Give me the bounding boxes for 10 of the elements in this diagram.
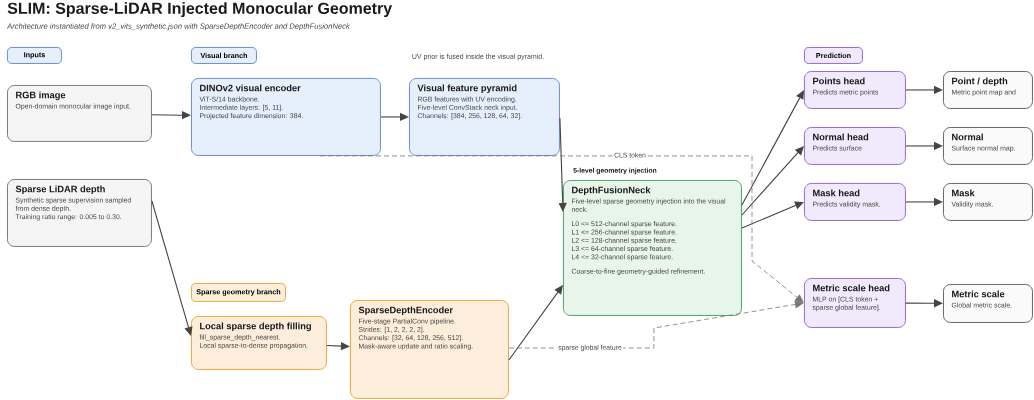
arrow xyxy=(741,90,804,206)
arrow xyxy=(319,155,804,303)
arrow xyxy=(741,201,804,229)
arrow xyxy=(508,285,563,361)
arrow xyxy=(905,299,943,308)
arrow xyxy=(151,111,191,120)
arrow xyxy=(151,200,193,336)
arrow xyxy=(558,117,567,212)
title: SLIM: Sparse-LiDAR Injected Monocular Geometry xyxy=(7,2,393,18)
arrow xyxy=(741,146,804,216)
